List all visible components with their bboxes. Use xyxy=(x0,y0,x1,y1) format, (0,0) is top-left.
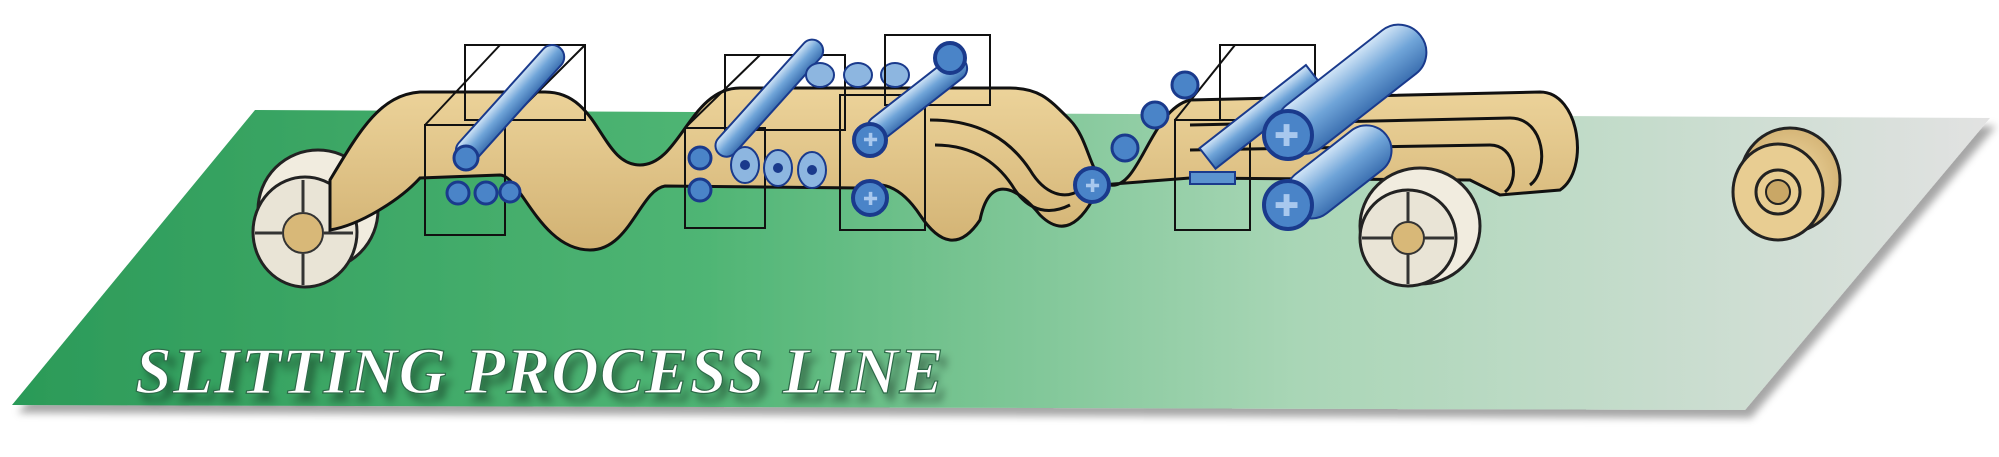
svg-text:✚: ✚ xyxy=(1085,176,1100,197)
slitter-head: ✚ ✚ xyxy=(839,34,991,231)
loop-roll: ✚ xyxy=(1073,166,1111,204)
svg-text:✚: ✚ xyxy=(863,189,878,210)
svg-text:✚: ✚ xyxy=(1274,189,1299,224)
straightener-stand xyxy=(684,38,910,229)
finished-coil-icon xyxy=(1731,126,1842,242)
svg-text:✚: ✚ xyxy=(1274,119,1299,154)
svg-text:✚: ✚ xyxy=(863,130,878,151)
diagram-title: SLITTING PROCESS LINE xyxy=(135,335,945,408)
bridle-rolls: ✚ ✚ xyxy=(1262,23,1428,231)
recoiler-coil-icon xyxy=(1358,166,1482,288)
pinch-roll-stand xyxy=(424,44,586,236)
